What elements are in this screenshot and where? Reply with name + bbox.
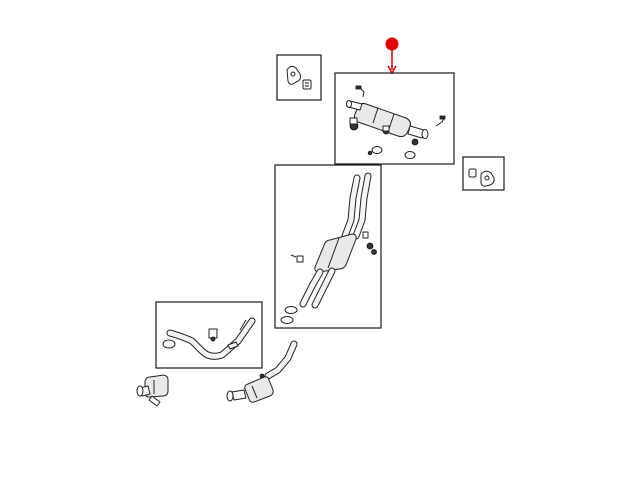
- rubber-isolator: [366, 242, 374, 250]
- muffler-assembly[interactable]: [334, 72, 455, 165]
- tailpipe-tip-end: [421, 129, 429, 139]
- clamp: [371, 146, 383, 154]
- detail-box-frame: [155, 301, 263, 369]
- converter-body: [144, 374, 169, 398]
- twin-pipe-right-inner: [353, 173, 371, 239]
- muffler-band: [372, 107, 379, 124]
- pipe-flange: [280, 316, 294, 324]
- pipe-flange: [162, 339, 176, 349]
- mounting-bolt: [362, 231, 369, 239]
- hanger-rod-clip: [355, 85, 362, 90]
- detail-box-frame: [462, 156, 505, 191]
- hanger-rod: [290, 254, 297, 258]
- muffler-band: [388, 113, 395, 130]
- mounting-bolt: [296, 255, 304, 263]
- oxygen-sensor: [259, 373, 265, 379]
- converter-flange: [136, 385, 144, 397]
- hanger-bracket-hole: [484, 175, 490, 181]
- pipe-flange: [284, 306, 298, 314]
- hanger-bracket: [480, 170, 495, 187]
- front-pipe-assembly[interactable]: [155, 301, 263, 369]
- inlet-pipe-end: [346, 100, 352, 108]
- resonator-seam: [327, 237, 340, 269]
- front-pipe-inner: [167, 318, 255, 359]
- detail-box-frame: [276, 54, 322, 101]
- catalytic-converter-right[interactable]: [226, 340, 298, 403]
- rubber-isolator: [411, 138, 419, 146]
- isolator-bolt: [382, 125, 390, 132]
- twin-pipe-left-inner: [342, 175, 360, 239]
- hanger-bracket: [286, 65, 301, 85]
- intermediate-pipe-assembly[interactable]: [274, 164, 382, 329]
- lower-pipe-left-inner: [300, 269, 323, 307]
- converter-outlet: [231, 389, 247, 401]
- detail-box-frame: [274, 164, 382, 329]
- front-pipe-joint: [239, 319, 247, 331]
- clamp-nut: [367, 150, 373, 156]
- hanger-bracket-hole: [290, 71, 296, 77]
- downpipe-inner: [265, 341, 297, 379]
- catalytic-converter-left[interactable]: [136, 374, 169, 407]
- clamp: [404, 151, 416, 159]
- clamp-nut: [302, 79, 312, 90]
- hanger-rod-clip: [439, 115, 446, 120]
- resonator-body: [314, 233, 357, 273]
- isolator-bolt: [349, 117, 358, 125]
- muffler-body: [353, 102, 411, 138]
- callout-marker[interactable]: [385, 37, 399, 75]
- converter-flange: [226, 390, 234, 402]
- converter-heat-shield: [251, 385, 258, 399]
- lower-pipe-right-inner: [312, 268, 335, 308]
- clamp-detail-top-left[interactable]: [276, 54, 322, 101]
- converter-inlet: [148, 395, 161, 407]
- detail-box-frame: [334, 72, 455, 165]
- sensor-plug: [210, 336, 216, 342]
- clamp-nut: [468, 168, 477, 178]
- rubber-isolator: [371, 249, 377, 255]
- clamp: [227, 341, 239, 350]
- clamp-detail-right[interactable]: [462, 156, 505, 191]
- tailpipe-tip: [407, 125, 425, 139]
- callout-dot[interactable]: [385, 37, 399, 51]
- converter-body: [244, 376, 274, 403]
